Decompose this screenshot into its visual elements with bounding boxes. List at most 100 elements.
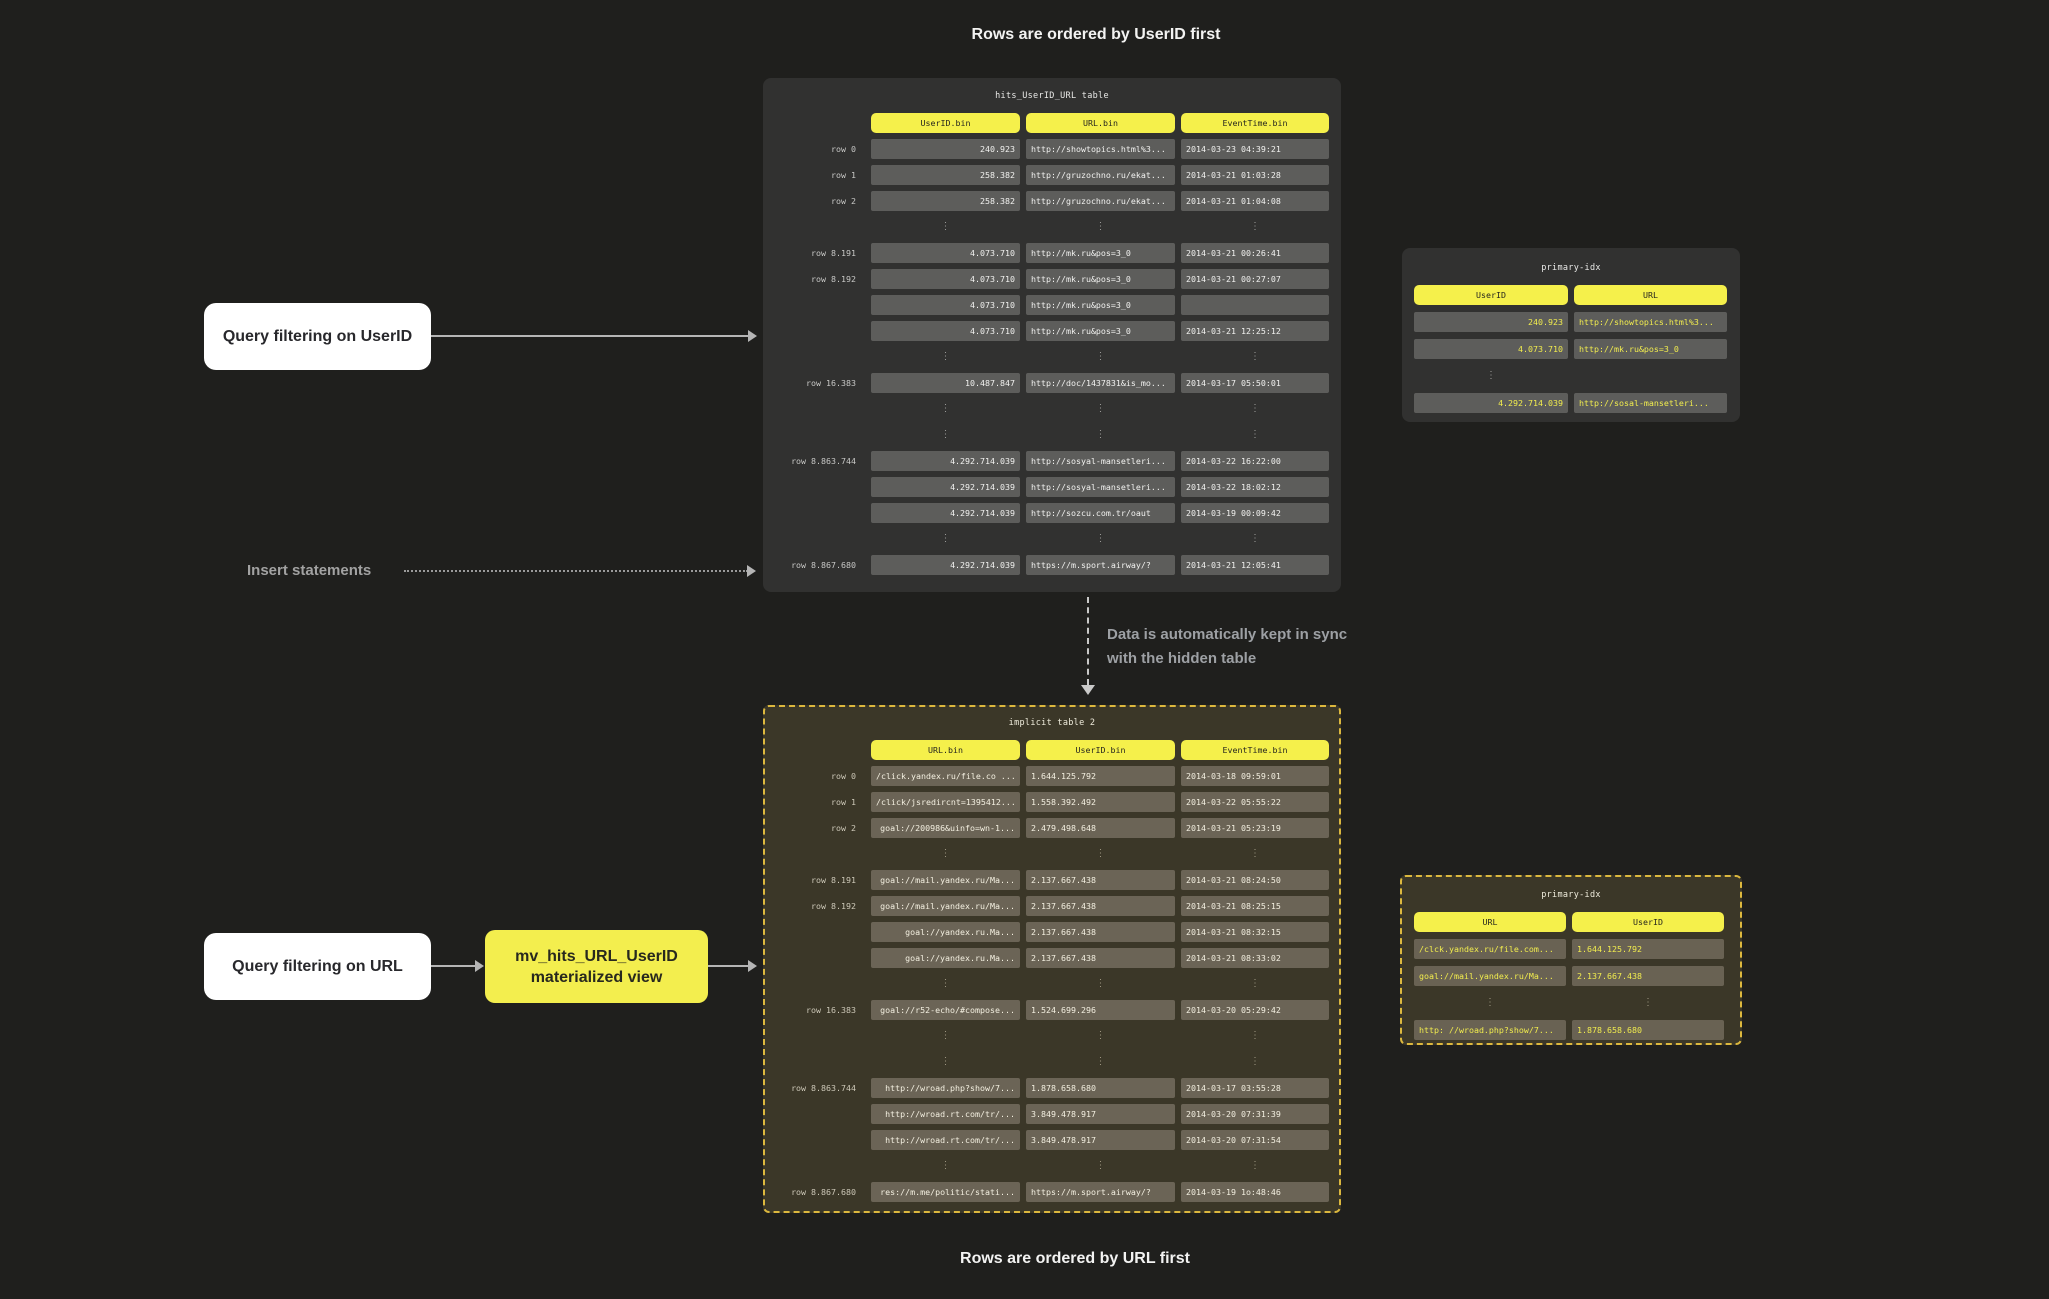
- ellipsis-row: ⋮: [940, 221, 951, 232]
- table-cell: 2014-03-21 12:05:41: [1181, 555, 1329, 575]
- row-label: [775, 399, 865, 419]
- query-url-arrowhead-icon: [475, 960, 484, 972]
- ellipsis-row: ⋮: [1250, 978, 1260, 989]
- row-label: [775, 1156, 865, 1176]
- ellipsis-row: ⋮: [1250, 1030, 1260, 1041]
- table-cell: 1.524.699.296: [1026, 1000, 1175, 1020]
- table-cell: 2014-03-21 08:33:02: [1181, 948, 1329, 968]
- table-cell: goal://r52-echo/#compose...: [871, 1000, 1020, 1020]
- table-cell: http://showtopics.html%3...: [1026, 139, 1175, 159]
- row-label: row 8.192: [811, 274, 856, 284]
- table-cell: 2014-03-22 18:02:12: [1181, 477, 1329, 497]
- column-header: EventTime.bin: [1181, 113, 1329, 133]
- table-title: hits_UserID_URL table: [995, 91, 1109, 101]
- row-label: row 2: [831, 196, 856, 206]
- table-cell: 2014-03-20 05:29:42: [1181, 1000, 1329, 1020]
- mv-arrowhead-icon: [748, 960, 757, 972]
- ellipsis-row: ⋮: [1095, 1030, 1106, 1041]
- table-cell: 2.137.667.438: [1026, 896, 1175, 916]
- row-label: [775, 295, 865, 315]
- table-cell: 2014-03-21 00:26:41: [1181, 243, 1329, 263]
- query-userid-arrow-line: [431, 335, 749, 337]
- row-label: [775, 740, 865, 760]
- table-cell: goal://yandex.ru.Ma...: [871, 948, 1020, 968]
- row-label: [775, 844, 865, 864]
- sync-arrowhead-icon: [1081, 685, 1095, 695]
- table-cell: 2014-03-21 12:25:12: [1181, 321, 1329, 341]
- row-label: row 8.867.680: [791, 560, 856, 570]
- ellipsis-row: ⋮: [1095, 1160, 1106, 1171]
- ellipsis-row: ⋮: [1250, 221, 1260, 232]
- table-cell: 2014-03-22 05:55:22: [1181, 792, 1329, 812]
- row-label: [775, 1052, 865, 1072]
- ellipsis-row: ⋮: [1250, 403, 1260, 414]
- table-cell: 4.292.714.039: [871, 555, 1020, 575]
- insert-statements-arrowhead-icon: [747, 565, 756, 577]
- row-label: row 1: [831, 797, 856, 807]
- ellipsis-row: [1574, 366, 1727, 386]
- column-header: URL.bin: [1026, 113, 1175, 133]
- row-label: row 16.383: [806, 378, 856, 388]
- table-cell: http://gruzochno.ru/ekat...: [1026, 165, 1175, 185]
- table-cell: 3.849.478.917: [1026, 1130, 1175, 1150]
- table-cell: 2014-03-17 03:55:28: [1181, 1078, 1329, 1098]
- table-cell: 2014-03-21 00:27:07: [1181, 269, 1329, 289]
- table-cell: http://gruzochno.ru/ekat...: [1026, 191, 1175, 211]
- row-label: [775, 529, 865, 549]
- sync-note-line1: Data is automatically kept in sync: [1107, 626, 1348, 643]
- table-cell: http://mk.ru&pos=3_0: [1026, 269, 1175, 289]
- query-userid-arrowhead-icon: [748, 330, 757, 342]
- table-cell: http://doc/1437831&is_mo...: [1026, 373, 1175, 393]
- table-cell: https://m.sport.airway/?: [1026, 1182, 1175, 1202]
- materialized-view-line1: mv_hits_URL_UserID: [515, 947, 678, 965]
- column-header: URL: [1574, 285, 1727, 305]
- ellipsis-row: ⋮: [1643, 997, 1653, 1008]
- table-cell: http://wroad.php?show/7...: [871, 1078, 1020, 1098]
- table-cell: 2014-03-20 07:31:54: [1181, 1130, 1329, 1150]
- column-header: EventTime.bin: [1181, 740, 1329, 760]
- table-title: implicit table 2: [1008, 718, 1096, 728]
- table-title: primary-idx: [1541, 890, 1601, 900]
- table-cell: 258.382: [871, 165, 1020, 185]
- table-cell: 4.073.710: [871, 295, 1020, 315]
- row-label: [775, 477, 865, 497]
- sync-note: Data is automatically kept in sync with …: [1107, 623, 1347, 671]
- table-cell: http://sosyal-mansetleri...: [1026, 477, 1175, 497]
- table-cell: http://showtopics.html%3...: [1574, 312, 1727, 332]
- table-cell: /click/jsredircnt=1395412...: [871, 792, 1020, 812]
- ellipsis-row: ⋮: [940, 533, 951, 544]
- query-filtering-url-box: Query filtering on URL: [204, 933, 431, 1000]
- row-label: [775, 503, 865, 523]
- table-cell: goal://mail.yandex.ru/Ma...: [1414, 966, 1566, 986]
- table-cell: 4.292.714.039: [871, 451, 1020, 471]
- table-cell: 1.878.658.680: [1026, 1078, 1175, 1098]
- table-cell: 2014-03-23 04:39:21: [1181, 139, 1329, 159]
- ellipsis-row: ⋮: [1250, 533, 1260, 544]
- table-cell: 1.878.658.680: [1572, 1020, 1724, 1040]
- table-cell: https://m.sport.airway/?: [1026, 555, 1175, 575]
- table-cell: 2014-03-18 09:59:01: [1181, 766, 1329, 786]
- insert-statements-label: Insert statements: [247, 562, 372, 579]
- row-label: row 0: [831, 771, 856, 781]
- table-cell: 4.073.710: [871, 269, 1020, 289]
- table-cell: 4.073.710: [871, 243, 1020, 263]
- column-header: UserID: [1572, 912, 1724, 932]
- insert-statements-arrow-line: [404, 570, 748, 572]
- table-cell: 2.137.667.438: [1026, 948, 1175, 968]
- row-label: row 16.383: [806, 1005, 856, 1015]
- table-cell: 2014-03-19 1o:48:46: [1181, 1182, 1329, 1202]
- table-cell: 240.923: [871, 139, 1020, 159]
- table-title: primary-idx: [1541, 263, 1601, 273]
- table-cell: 2014-03-20 07:31:39: [1181, 1104, 1329, 1124]
- row-label: row 8.191: [811, 875, 856, 885]
- row-label: [775, 347, 865, 367]
- ellipsis-row: ⋮: [940, 848, 951, 859]
- materialized-view-line2: materialized view: [530, 968, 663, 986]
- table-cell: 2014-03-21 01:04:08: [1181, 191, 1329, 211]
- row-label: [775, 425, 865, 445]
